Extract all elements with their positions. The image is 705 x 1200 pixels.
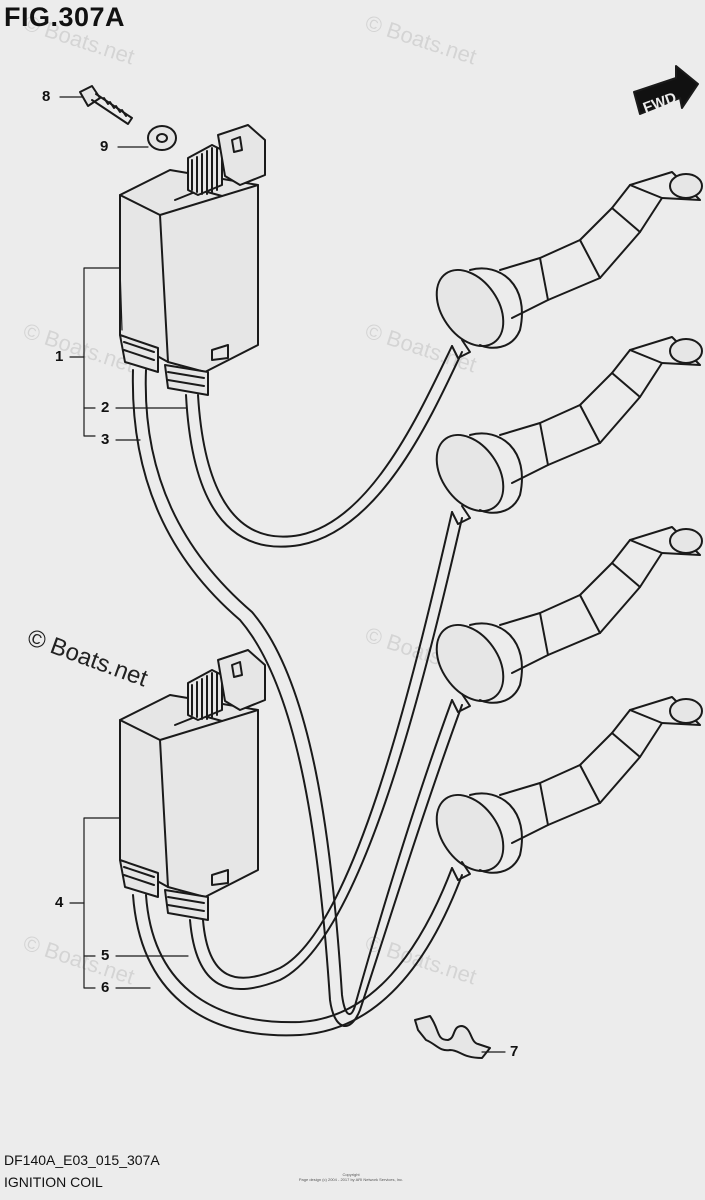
callout-8: 8 bbox=[42, 88, 51, 105]
figure-code: DF140A_E03_015_307A bbox=[4, 1152, 160, 1168]
copyright-line2: Page design (c) 2004 - 2017 by ARI Netwo… bbox=[298, 1177, 404, 1182]
cord-clamp-part bbox=[414, 1015, 491, 1059]
callout-6: 6 bbox=[101, 979, 110, 996]
callout-5: 5 bbox=[101, 947, 110, 964]
callout-9: 9 bbox=[100, 138, 109, 155]
copyright-notice: Copyright Page design (c) 2004 - 2017 by… bbox=[286, 1172, 416, 1182]
callout-1: 1 bbox=[55, 348, 64, 365]
figure-name: IGNITION COIL bbox=[4, 1174, 103, 1190]
copyright-line1: Copyright bbox=[342, 1172, 360, 1177]
figure-title: FIG.307A bbox=[4, 2, 126, 32]
callout-7: 7 bbox=[510, 1043, 519, 1060]
fwd-arrow-icon bbox=[633, 65, 699, 115]
high-tension-cords bbox=[131, 345, 463, 1037]
bolt-part bbox=[79, 85, 133, 125]
callout-4: 4 bbox=[55, 894, 64, 911]
upper-ignition-coil bbox=[119, 124, 266, 396]
leader-lines bbox=[59, 96, 506, 1053]
lower-ignition-coil bbox=[119, 649, 266, 921]
washer-part bbox=[147, 125, 177, 151]
spark-plug-caps bbox=[435, 171, 703, 881]
callout-2: 2 bbox=[101, 399, 110, 416]
callout-3: 3 bbox=[101, 431, 110, 448]
